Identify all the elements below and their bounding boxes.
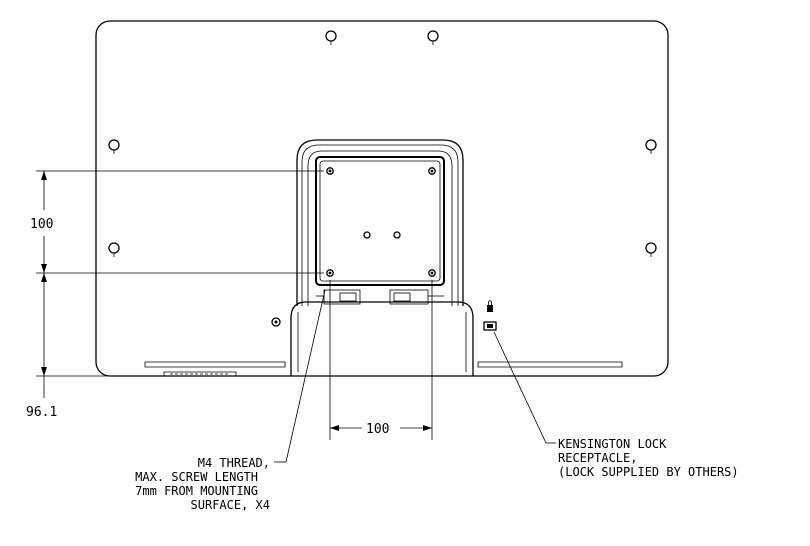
stand-base [290,301,474,376]
center-hole [363,231,371,239]
connector-panel [316,289,444,305]
vesa-plate [315,156,445,286]
bottom-vents [144,361,623,377]
screw-hole [108,242,120,254]
thread-note-line: MAX. SCREW LENGTH [135,470,258,484]
vesa-hole [326,167,334,175]
kensington-note-line: KENSINGTON LOCK [558,437,667,451]
kensington-callout-leader [493,331,556,444]
thread-note-line: 7mm FROM MOUNTING [135,484,258,498]
thread-note-line: SURFACE, X4 [191,498,270,512]
lock-slot [483,321,497,331]
dimension-horizontal-100: 100 [329,280,433,440]
vesa-mount-housing [296,139,464,306]
screw-hole [325,30,337,42]
dimension-vertical-100: 100 [30,170,324,274]
kensington-note-line: (LOCK SUPPLIED BY OTHERS) [558,465,739,479]
lock-icon [487,305,493,312]
vesa-hole [428,269,436,277]
thread-note-line: M4 THREAD, [198,456,270,470]
kensington-lock-receptacle [483,300,497,331]
center-hole [393,231,401,239]
dimension-label-horizontal: 100 [366,422,389,437]
screw-hole [645,139,657,151]
vesa-screw-holes [326,167,436,277]
dimension-label-vertical: 100 [30,217,53,232]
thread-note: M4 THREAD, MAX. SCREW LENGTH 7mm FROM MO… [135,456,270,512]
top-screw-holes [325,30,439,45]
monitor-rear-outline [95,20,669,377]
kensington-note: KENSINGTON LOCK RECEPTACLE, (LOCK SUPPLI… [558,437,739,479]
side-screw-holes [108,139,657,257]
thread-callout-leader [274,289,326,463]
screw-hole [108,139,120,151]
vesa-hole [326,269,334,277]
screw-hole [427,30,439,42]
dimension-bottom-offset: 96.1 [26,273,108,420]
kensington-note-line: RECEPTACLE, [558,451,637,465]
indicator-symbol [271,317,281,327]
screw-hole [645,242,657,254]
vesa-hole [428,167,436,175]
dimension-label-offset: 96.1 [26,405,57,420]
